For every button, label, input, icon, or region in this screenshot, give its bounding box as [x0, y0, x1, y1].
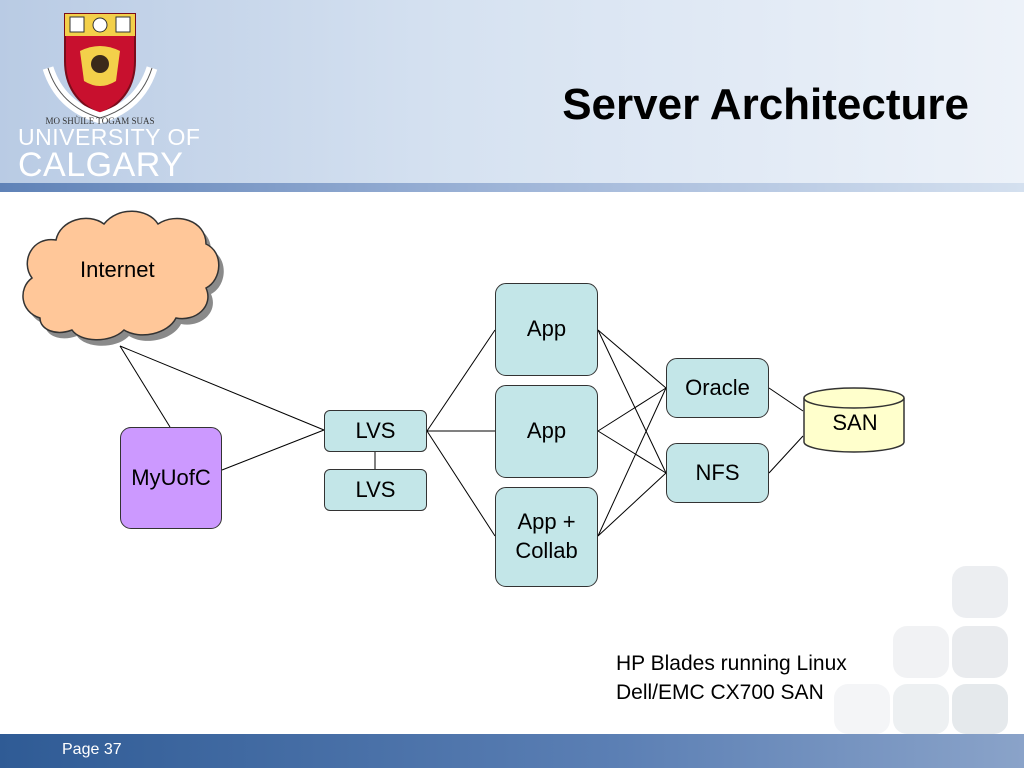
line-internet-myuofc — [119, 345, 171, 428]
slide-title: Server Architecture — [562, 80, 969, 129]
app-label: App — [526, 316, 567, 342]
line-app3-nfs — [597, 472, 667, 537]
line-app1-nfs — [597, 329, 667, 474]
header-band: MO SHÙILE TOGAM SUAS UNIVERSITY OF CALGA… — [0, 0, 1024, 183]
app-node-2: App — [495, 385, 598, 478]
svg-text:MO SHÙILE TOGAM SUAS: MO SHÙILE TOGAM SUAS — [46, 116, 155, 126]
notes-line-2: Dell/EMC CX700 SAN — [616, 681, 824, 705]
line-lvs-app1 — [426, 329, 496, 432]
oracle-label: Oracle — [685, 374, 750, 400]
logo-calgary: CALGARY — [18, 146, 184, 183]
hardware-notes: HP Blades running Linux Dell/EMC CX700 S… — [616, 649, 847, 708]
line-internet-lvs — [119, 345, 325, 431]
app-collab-node: App + Collab — [495, 487, 598, 587]
app-collab-label-line2: Collab — [515, 538, 578, 563]
line-nfs-san — [768, 435, 804, 474]
app-collab-label-line1: App + — [517, 509, 576, 535]
myuofc-node: MyUofC — [120, 427, 222, 529]
line-myuofc-lvs — [221, 429, 325, 471]
line-app2-oracle — [597, 387, 667, 432]
oracle-node: Oracle — [666, 358, 769, 418]
footer-band — [0, 734, 1024, 768]
page-number: Page 37 — [62, 741, 122, 758]
line-app3-oracle — [597, 387, 667, 537]
internet-cloud-shape — [22, 210, 224, 346]
app-label: App — [526, 418, 567, 444]
line-lvs-app3 — [426, 430, 496, 537]
nfs-label: NFS — [695, 459, 740, 485]
lvs-node-secondary: LVS — [324, 469, 427, 511]
lvs-label: LVS — [355, 476, 396, 502]
line-app1-oracle — [597, 329, 667, 389]
university-logo: MO SHÙILE TOGAM SUAS UNIVERSITY OF CALGA… — [10, 6, 200, 183]
nfs-node: NFS — [666, 443, 769, 503]
san-label: SAN — [832, 410, 878, 435]
lvs-node-primary: LVS — [324, 410, 427, 452]
internet-label: Internet — [80, 257, 155, 282]
san-database-shape — [803, 387, 905, 453]
logo-university-of: UNIVERSITY OF — [18, 124, 201, 150]
app-node-1: App — [495, 283, 598, 376]
line-oracle-san — [768, 387, 804, 412]
lvs-label: LVS — [355, 417, 396, 443]
notes-line-1: HP Blades running Linux — [616, 652, 847, 675]
myuofc-label: MyUofC — [131, 464, 211, 490]
header-stripe — [0, 183, 1024, 192]
crest-icon: MO SHÙILE TOGAM SUAS — [42, 13, 158, 126]
line-app2-nfs — [597, 430, 667, 474]
